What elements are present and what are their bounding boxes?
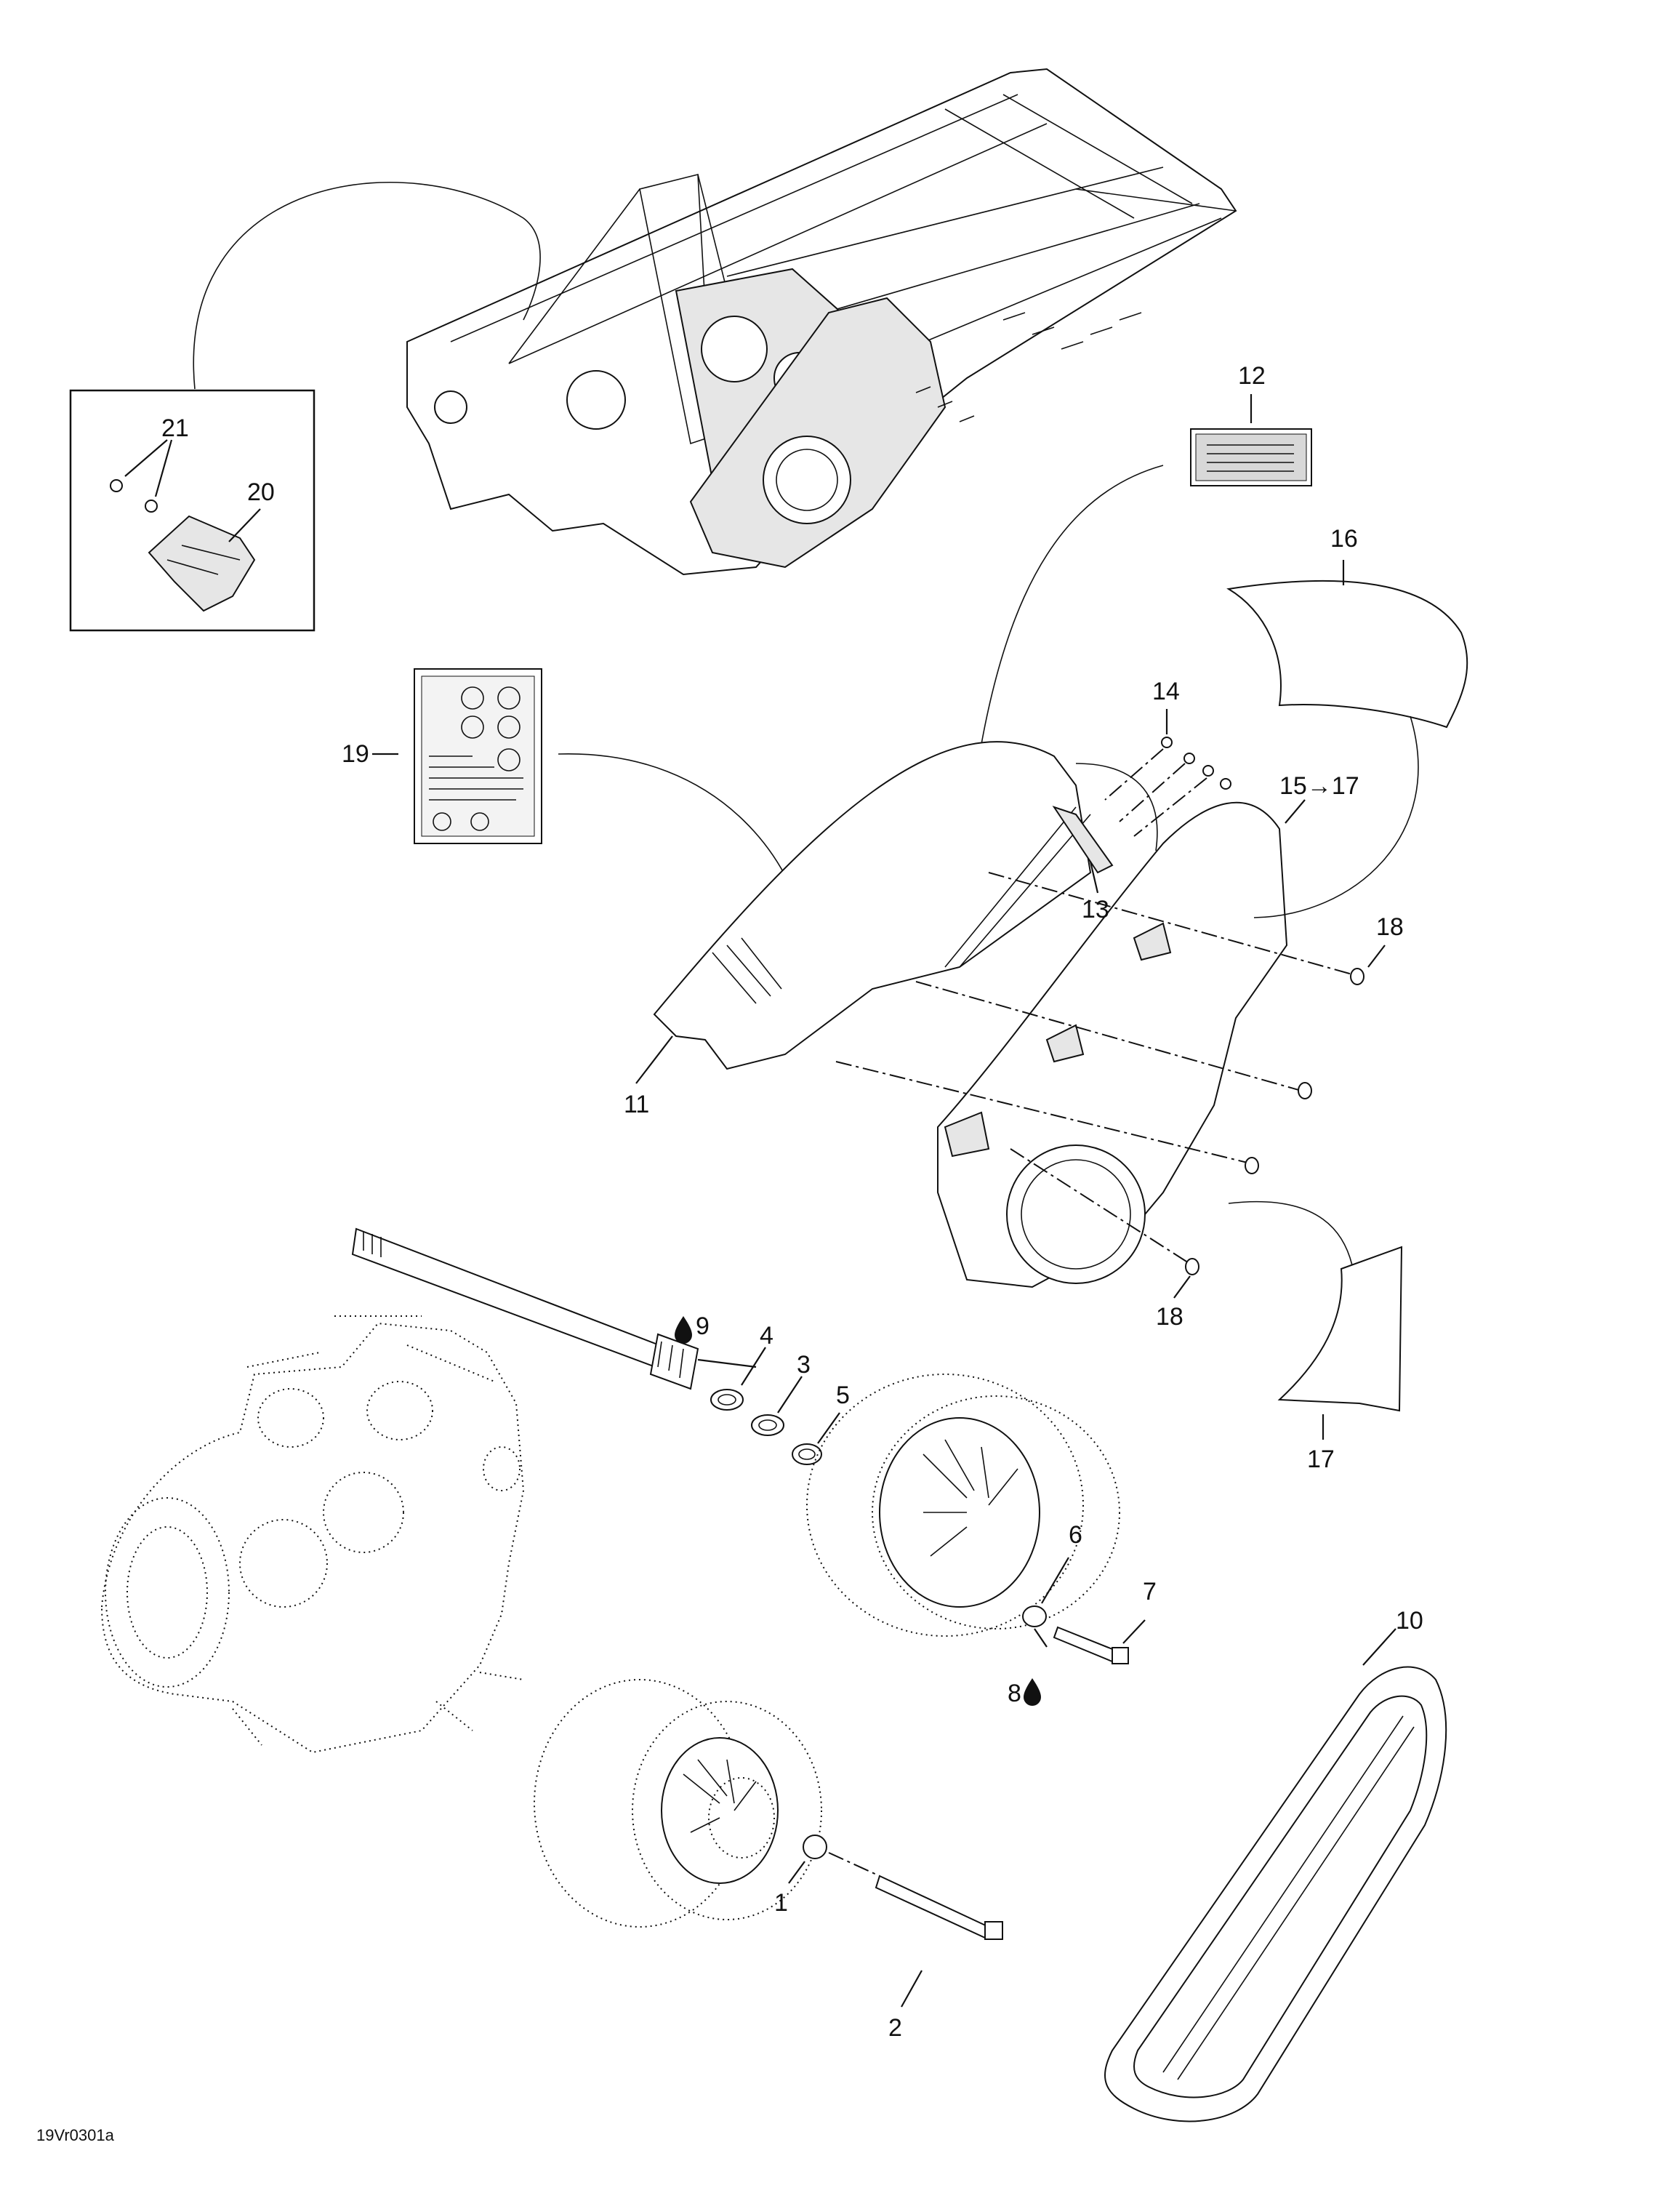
part-20-bracket (148, 515, 256, 612)
callout-18-upper: 18 (1376, 913, 1404, 941)
oil-drop-icon (1024, 1678, 1041, 1706)
part-13-bracket (1052, 763, 1158, 894)
part-12-label (966, 394, 1312, 844)
part-3-washer (751, 1414, 784, 1436)
leader-inset (193, 181, 541, 390)
callout-1: 1 (774, 1889, 788, 1917)
part-6-washer (1022, 1605, 1047, 1627)
drive-pulley (534, 1679, 822, 1928)
shaft-washers (710, 1347, 840, 1465)
callout-12: 12 (1238, 362, 1266, 390)
driven-pulley-fasteners (1022, 1557, 1146, 1664)
callout-11: 11 (624, 1091, 649, 1118)
callout-14: 14 (1152, 678, 1180, 705)
callout-6: 6 (1069, 1521, 1082, 1549)
callout-9: 9 (696, 1312, 710, 1340)
callout-5: 5 (836, 1382, 850, 1409)
callout-19: 19 (342, 740, 369, 768)
engine (100, 1315, 525, 1754)
callout-4: 4 (760, 1322, 773, 1350)
assembly-lines (835, 872, 1353, 1266)
callout-7: 7 (1143, 1578, 1157, 1605)
inset-detail-box (69, 389, 315, 632)
part-7-bolt (1053, 1626, 1117, 1663)
part-10-drive-belt (1104, 1628, 1447, 2122)
callout-8: 8 (1008, 1680, 1021, 1707)
callout-18-lower: 18 (1156, 1303, 1183, 1331)
part-19-decal (372, 668, 808, 942)
callout-2: 2 (888, 2014, 902, 2042)
callout-15: 15→17 (1279, 772, 1359, 800)
part-17-protector (1228, 1200, 1403, 1440)
part-16-protector (1226, 560, 1468, 918)
part-14-screws (1104, 709, 1231, 837)
part-18-washers (1173, 945, 1386, 1299)
part-21-nut-b (145, 500, 158, 513)
driven-pulley (806, 1374, 1120, 1637)
callout-13: 13 (1082, 896, 1109, 923)
drawing-code: 19Vr0301a (36, 2126, 115, 2144)
callout-20: 20 (247, 478, 275, 506)
part-2-bolt (875, 1875, 990, 1939)
part-5-washer (792, 1443, 822, 1465)
part-4-washer (710, 1389, 744, 1411)
callout-21: 21 (161, 414, 189, 442)
part-11-belt-guard-inner (635, 741, 1092, 1084)
callout-17: 17 (1307, 1446, 1335, 1473)
oil-drop-icon (675, 1316, 692, 1344)
callout-16: 16 (1330, 525, 1358, 553)
callout-10: 10 (1396, 1607, 1423, 1635)
callout-3: 3 (797, 1351, 811, 1379)
part-1-washer (803, 1835, 827, 1859)
part-9-drive-shaft (351, 1227, 757, 1390)
part-15-belt-guard-outer (937, 799, 1306, 1288)
chassis-frame (406, 68, 1237, 576)
part-21-nut-a (110, 479, 123, 492)
drive-pulley-fasteners (788, 1835, 1003, 2008)
